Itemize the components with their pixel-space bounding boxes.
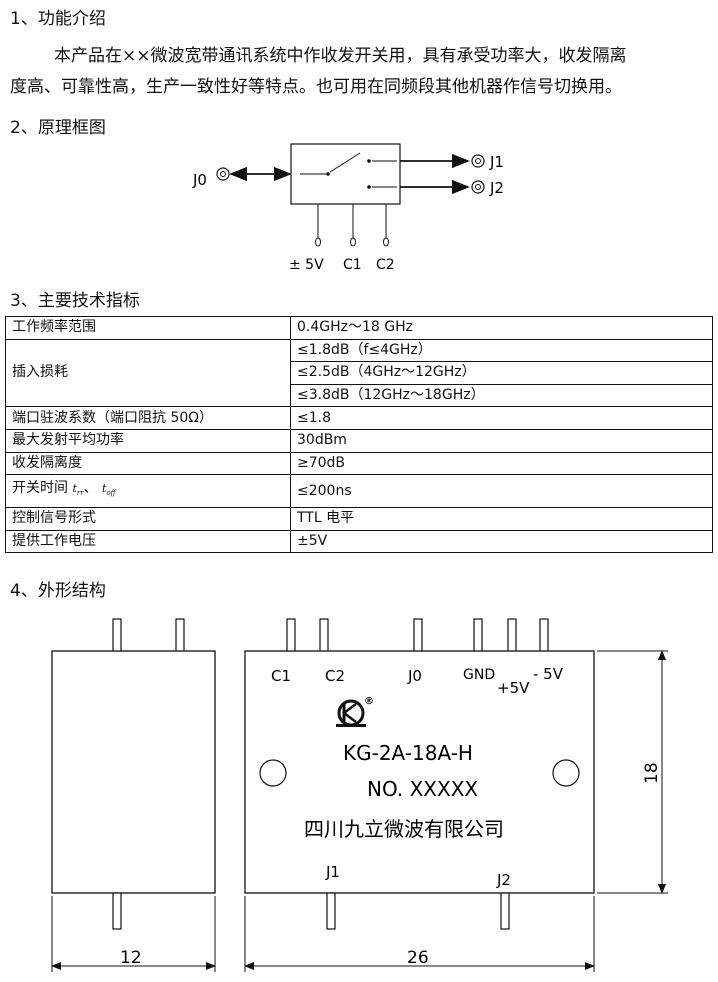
spec-param: 控制信号形式	[5, 507, 291, 531]
diagram-label-power: ± 5V	[289, 257, 324, 273]
lead-c2-pin	[383, 237, 389, 247]
symbol-separator: 、	[83, 480, 98, 497]
port-j1-connector	[471, 154, 485, 168]
spec-value: ≤200ns	[290, 474, 713, 509]
table-row: 端口驻波系数（端口阻抗 50Ω） ≤1.8	[5, 406, 713, 430]
spec-param: 插入损耗	[5, 338, 291, 408]
table-row: 开关时间 trr、 toff ≤200ns	[5, 474, 713, 509]
spec-param: 提供工作电压	[5, 529, 291, 554]
label-j0: J0	[407, 667, 422, 685]
diagram-label-j2: J2	[489, 179, 504, 197]
pin-c1	[286, 618, 296, 652]
pin-j2	[500, 892, 510, 930]
spec-param: 收发隔离度	[5, 451, 291, 476]
mounting-hole-left	[259, 759, 287, 787]
label-j1: J1	[325, 863, 340, 881]
table-row: 最大发射平均功率 30dBm	[5, 428, 713, 453]
table-row: 工作频率范围 0.4GHz～18 GHz	[5, 316, 713, 340]
intro-line-2: 度高、可靠性高，生产一致性好等特点。也可用在同频段其他机器作信号切换用。	[10, 77, 622, 97]
pin-gnd	[473, 618, 483, 652]
pin-c2	[319, 618, 329, 652]
pin-j0	[413, 618, 423, 652]
serial-number: NO. XXXXX	[367, 777, 478, 801]
t-on-index: rr	[76, 489, 84, 498]
port-j2-connector	[471, 180, 485, 194]
switch-box	[290, 143, 401, 205]
spec-param-switch-time: 开关时间 trr、 toff	[5, 474, 291, 509]
intro-paragraph: 本产品在××微波宽带通讯系统中作收发开关用，具有承受功率大，收发隔离 度高、可靠…	[10, 41, 714, 103]
spec-value: ≤3.8dB（12GHz～18GHz）	[290, 383, 713, 408]
lead-power-pin	[315, 237, 321, 247]
label-minus-5v: - 5V	[533, 665, 564, 683]
section-3-title: 3、主要技术指标	[10, 291, 140, 311]
spec-value: ±5V	[290, 529, 713, 554]
spec-value: TTL 电平	[290, 507, 713, 531]
dim-side-width: 12	[120, 948, 142, 968]
side-pin	[112, 618, 122, 652]
diagram-label-j0: J0	[192, 171, 207, 189]
company-name: 四川九立微波有限公司	[304, 817, 504, 841]
spec-value: 30dBm	[290, 428, 713, 453]
diagram-label-c1: C1	[343, 257, 362, 273]
dim-front-width: 26	[407, 948, 429, 968]
table-row: 控制信号形式 TTL 电平	[5, 507, 713, 531]
section-2-title: 2、原理框图	[10, 118, 106, 138]
section-1-title: 1、功能介绍	[10, 9, 106, 29]
dim-height: 18	[642, 762, 662, 784]
table-row: 收发隔离度 ≥70dB	[5, 451, 713, 476]
intro-line-1: 本产品在××微波宽带通讯系统中作收发开关用，具有承受功率大，收发隔离	[54, 46, 627, 66]
front-view: C1 C2 J0 GND +5V - 5V ® KG-2A-18A-H NO. …	[244, 618, 595, 930]
spec-value: ≥70dB	[290, 451, 713, 476]
pin-minus-5v	[539, 618, 549, 652]
spec-value: ≤1.8dB（f≤4GHz）	[290, 338, 713, 363]
pin-j1	[326, 892, 336, 930]
section-4-title: 4、外形结构	[10, 581, 106, 601]
lead-c1-pin	[350, 237, 356, 247]
spec-value: 0.4GHz～18 GHz	[290, 316, 713, 340]
label-j2: J2	[496, 871, 511, 889]
outline-drawing: C1 C2 J0 GND +5V - 5V ® KG-2A-18A-H NO. …	[51, 618, 668, 972]
t-on-symbol: t	[72, 482, 77, 496]
spec-param: 工作频率范围	[5, 316, 291, 340]
diagram-label-j1: J1	[489, 153, 504, 171]
pin-plus-5v	[507, 618, 517, 652]
spec-param: 端口驻波系数（端口阻抗 50Ω）	[5, 406, 291, 430]
label-c1: C1	[271, 667, 291, 685]
principle-block-diagram: J0 J1 J2 ± 5V C1 C2	[192, 143, 504, 273]
label-c2: C2	[325, 667, 345, 685]
side-pin	[175, 618, 185, 652]
diagram-label-c2: C2	[376, 257, 395, 273]
spec-value: ≤2.5dB（4GHz～12GHz）	[290, 361, 713, 385]
spec-param: 最大发射平均功率	[5, 428, 291, 453]
registered-mark: ®	[364, 696, 374, 707]
label-gnd: GND	[463, 667, 495, 683]
side-pin	[112, 892, 122, 930]
table-row: 插入损耗 ≤1.8dB（f≤4GHz）	[5, 338, 713, 408]
dimension-lines: 12 26 18	[51, 650, 668, 972]
side-view	[51, 618, 216, 930]
model-number: KG-2A-18A-H	[343, 741, 473, 765]
label-plus-5v: +5V	[497, 679, 530, 697]
company-logo	[336, 699, 366, 727]
spec-table: 工作频率范围 0.4GHz～18 GHz 插入损耗 ≤1.8dB（f≤4GHz）…	[5, 316, 713, 554]
spec-value: ≤1.8	[290, 406, 713, 430]
t-off-index: off	[106, 489, 116, 498]
t-off-symbol: t	[102, 482, 107, 496]
switch-arm	[329, 152, 361, 173]
mounting-hole-right	[552, 759, 580, 787]
table-row: 提供工作电压 ±5V	[5, 529, 713, 554]
spec-param: 开关时间	[12, 480, 68, 497]
port-j0-connector	[216, 167, 230, 181]
